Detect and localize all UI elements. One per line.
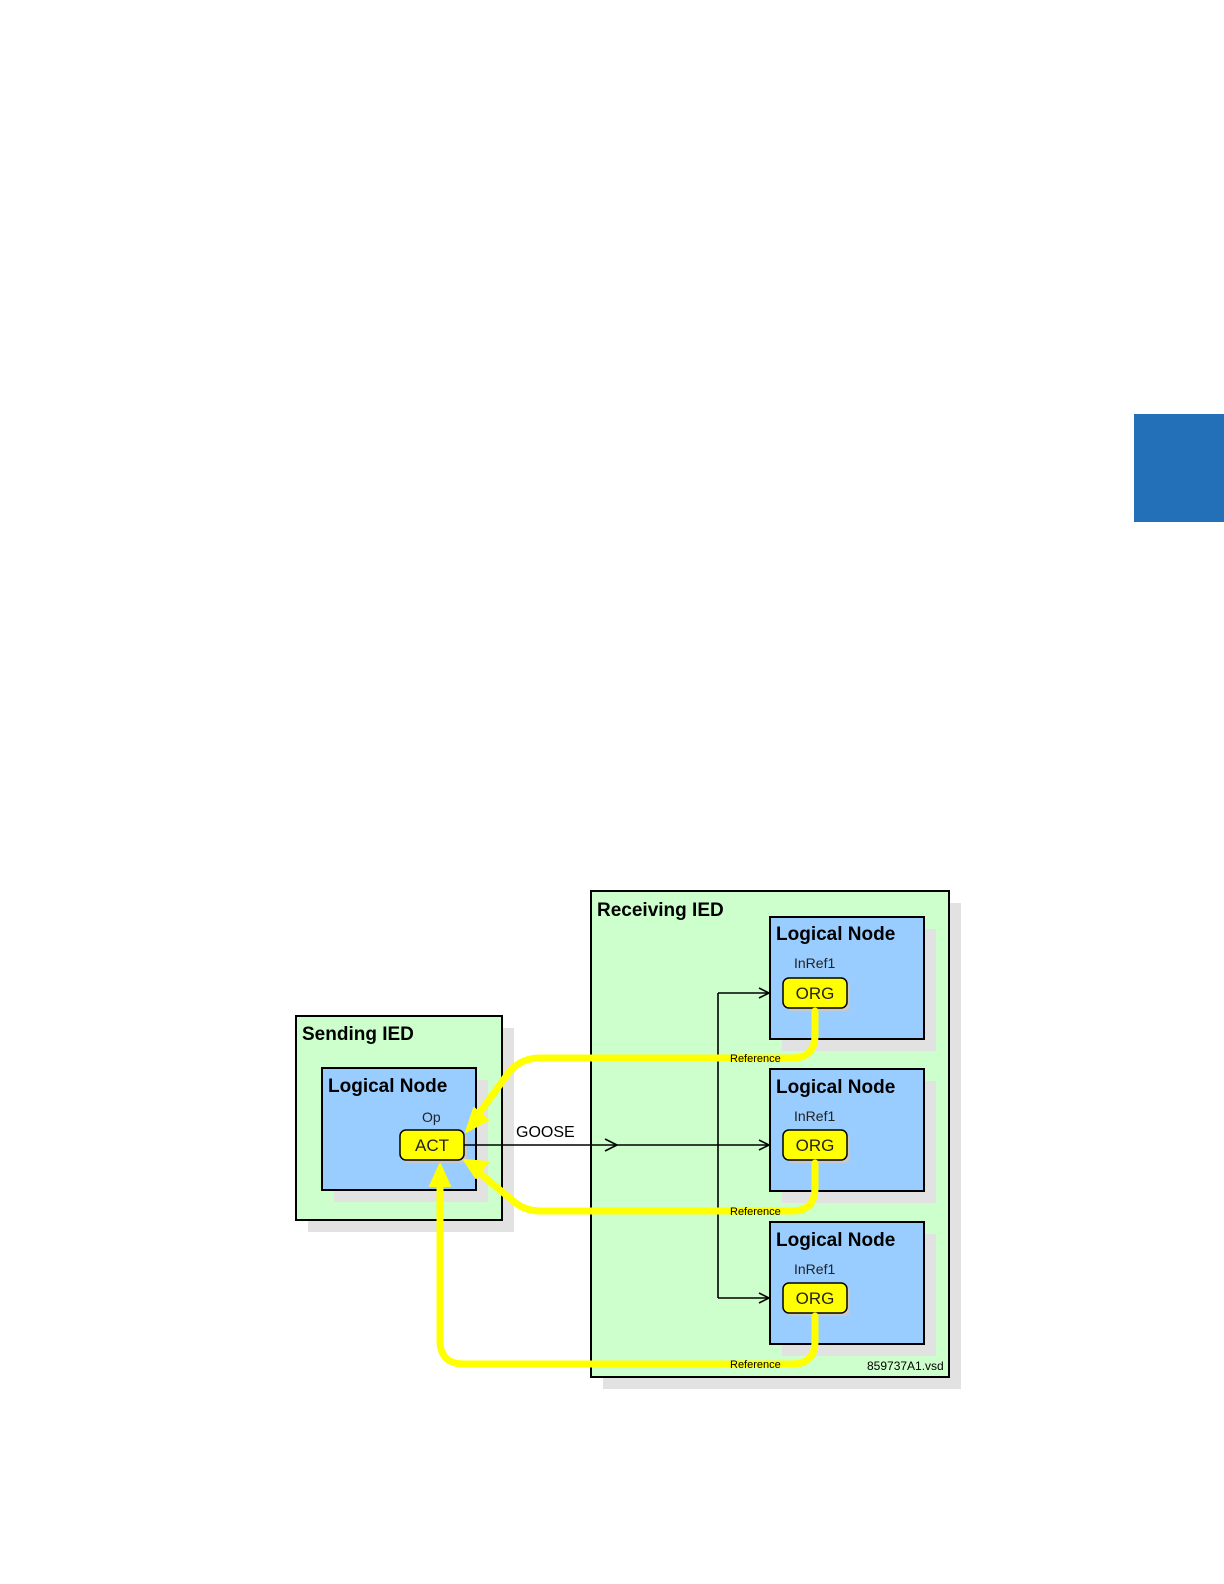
reference-label-1: Reference [730,1053,781,1065]
file-label: 859737A1.vsd [867,1359,944,1373]
receiving-node-2: Logical Node InRef1 ORG [770,1069,936,1203]
receiving-node-1-attribute: InRef1 [794,955,835,971]
sending-node-title: Logical Node [328,1076,447,1097]
org-pill-2-label: ORG [796,1136,835,1155]
receiving-node-3-title: Logical Node [776,1230,895,1251]
sending-node-attribute: Op [422,1109,441,1125]
org-pill-1-label: ORG [796,984,835,1003]
receiving-node-1-title: Logical Node [776,924,895,945]
org-pill-3-label: ORG [796,1289,835,1308]
act-pill-label: ACT [415,1136,449,1155]
receiving-node-3: Logical Node InRef1 ORG [770,1222,936,1356]
sending-ied-title: Sending IED [302,1024,414,1045]
receiving-node-1: Logical Node InRef1 ORG [770,917,936,1051]
goose-label: GOOSE [516,1124,575,1141]
reference-label-3: Reference [730,1359,781,1371]
receiving-ied: Receiving IED 859737A1.vsd Logical Node … [591,891,961,1389]
receiving-node-2-title: Logical Node [776,1077,895,1098]
reference-label-2: Reference [730,1206,781,1218]
receiving-ied-title: Receiving IED [597,900,724,921]
receiving-node-3-attribute: InRef1 [794,1261,835,1277]
receiving-node-2-attribute: InRef1 [794,1108,835,1124]
